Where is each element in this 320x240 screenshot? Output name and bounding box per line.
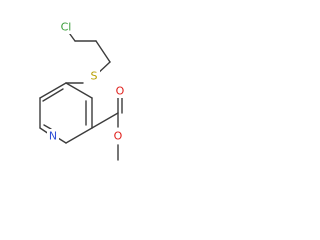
bond-c3-ccarbonyl xyxy=(91,112,119,129)
atom-n: N xyxy=(47,129,59,143)
atom-o-carbonyl: O xyxy=(114,84,126,98)
bond-c4-ring xyxy=(65,82,93,99)
atom-label-s: S xyxy=(91,70,98,83)
atom-label-n: N xyxy=(49,130,57,143)
structure-canvas: Cl S N O O xyxy=(0,0,134,190)
bond-c6-n-inner xyxy=(43,124,52,130)
atom-s: S xyxy=(88,69,100,83)
atom-label-o-carbonyl: O xyxy=(116,85,125,98)
molecule-structure: Cl S N O O xyxy=(39,20,126,161)
bond-n-c2 xyxy=(57,137,67,144)
atom-cl: Cl xyxy=(58,20,74,34)
atom-label-cl: Cl xyxy=(61,21,72,34)
atom-o-ester: O xyxy=(112,129,124,143)
bond-c2-c3 xyxy=(65,127,93,144)
bond-c4-c5-inner xyxy=(42,88,64,102)
atom-label-o-ester: O xyxy=(114,130,123,143)
bond-c2-s xyxy=(95,40,111,63)
bond-c4-c5 xyxy=(39,82,67,99)
bonds xyxy=(39,29,123,161)
atom-labels: Cl S N O O xyxy=(47,20,126,143)
